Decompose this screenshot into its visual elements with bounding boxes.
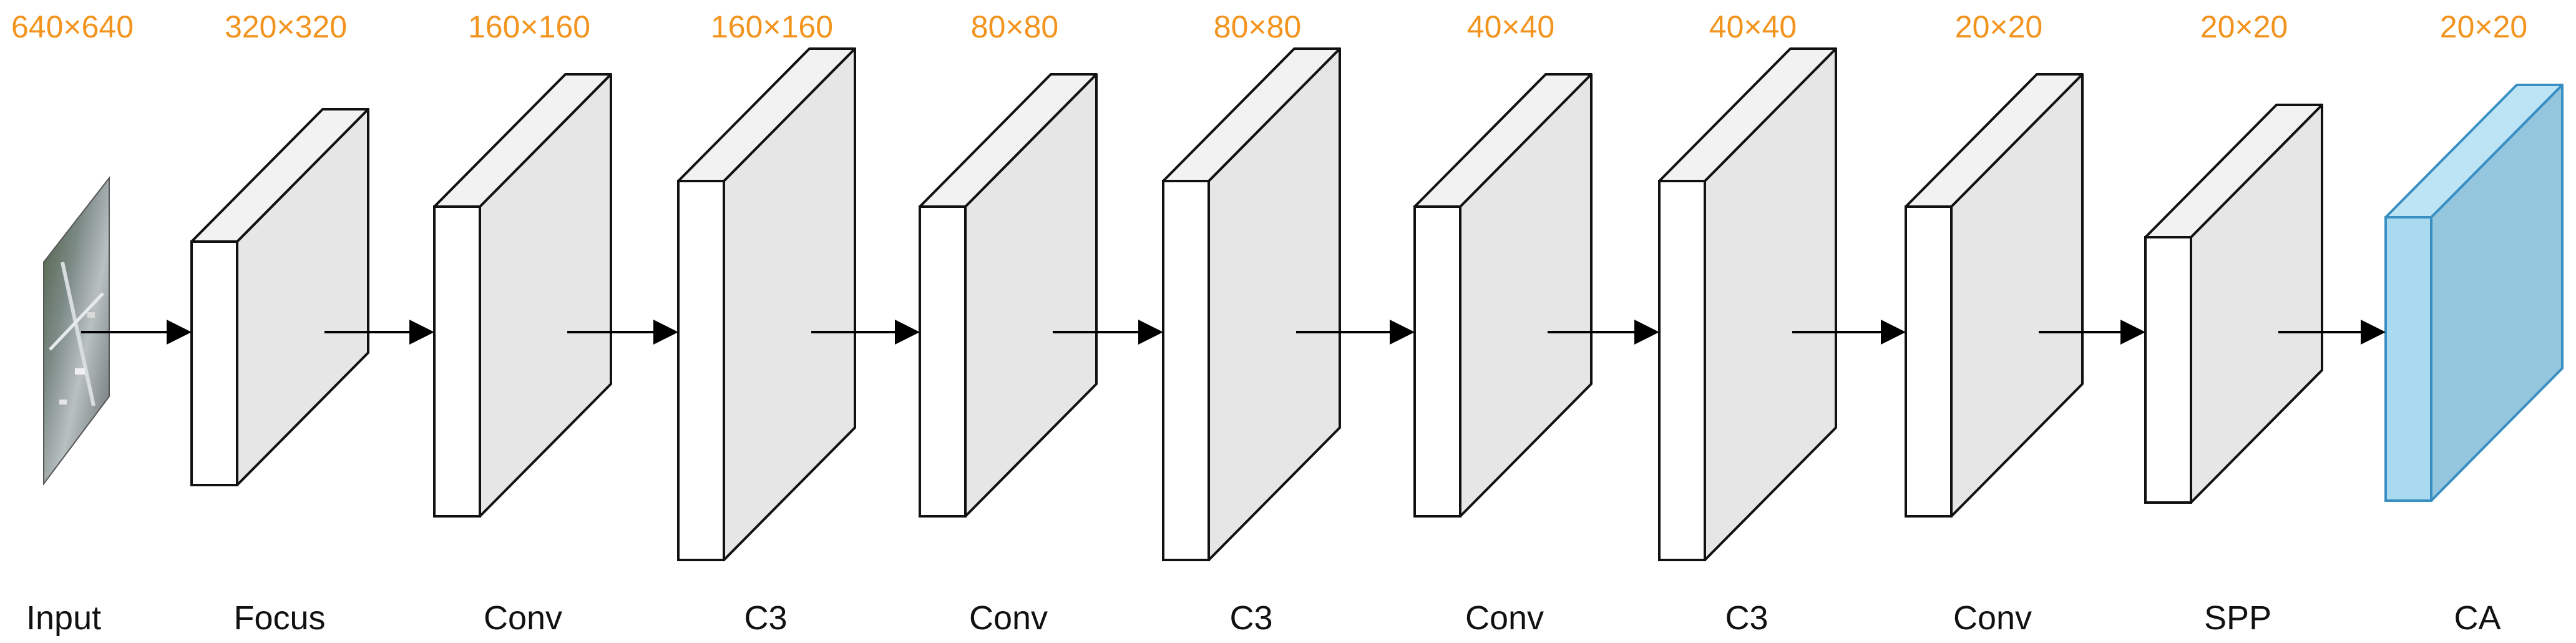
layer-name-label: SPP bbox=[2204, 599, 2271, 637]
layer-block-front bbox=[1413, 205, 1461, 518]
size-label: 40×40 bbox=[1709, 9, 1797, 44]
layer-block-c3 bbox=[677, 47, 856, 561]
layer-block-conv bbox=[433, 73, 612, 518]
input-image-vehicle bbox=[75, 368, 85, 375]
layer-name-label: CA bbox=[2454, 599, 2500, 637]
size-label: 160×160 bbox=[711, 9, 833, 44]
size-label: 80×80 bbox=[971, 9, 1058, 44]
layer-block-c3 bbox=[1162, 47, 1341, 561]
layer-block-conv bbox=[1413, 73, 1593, 518]
layer-name-label: C3 bbox=[1725, 599, 1768, 637]
input-image-vehicle bbox=[59, 400, 67, 405]
layer-block-front bbox=[433, 205, 481, 518]
input-image-road-line bbox=[49, 292, 104, 351]
layer-name-label: Conv bbox=[1465, 599, 1544, 637]
layer-block-spp bbox=[2144, 104, 2323, 504]
layer-block-c3 bbox=[1658, 47, 1837, 561]
layer-block-focus bbox=[190, 108, 369, 486]
layer-block-front bbox=[2144, 236, 2192, 504]
input-name-label: Input bbox=[26, 599, 101, 637]
size-label: 20×20 bbox=[2200, 9, 2288, 44]
layer-block-front bbox=[677, 180, 725, 561]
layer-name-label: C3 bbox=[1229, 599, 1272, 637]
layer-block-front bbox=[1162, 180, 1210, 561]
size-label: 20×20 bbox=[2440, 9, 2527, 44]
size-label: 320×320 bbox=[225, 9, 347, 44]
layer-block-front bbox=[1658, 180, 1706, 561]
layer-name-label: Conv bbox=[969, 599, 1048, 637]
layer-name-label: Focus bbox=[233, 599, 325, 637]
layer-block-front bbox=[2384, 216, 2432, 502]
layer-block-conv bbox=[919, 73, 1098, 518]
layer-name-label: Conv bbox=[1953, 599, 2032, 637]
layer-block-front bbox=[190, 240, 238, 486]
size-label: 160×160 bbox=[468, 9, 590, 44]
layer-block-front bbox=[1905, 205, 1953, 518]
layer-name-label: Conv bbox=[484, 599, 562, 637]
size-label: 80×80 bbox=[1214, 9, 1301, 44]
input-image-vehicle bbox=[87, 312, 95, 318]
input-size-label: 640×640 bbox=[11, 9, 134, 44]
input-image bbox=[43, 176, 110, 486]
layer-block-conv bbox=[1905, 73, 2084, 518]
size-label: 40×40 bbox=[1467, 9, 1554, 44]
layer-block-ca bbox=[2384, 84, 2564, 502]
layer-name-label: C3 bbox=[744, 599, 787, 637]
input-image-road-line bbox=[61, 262, 95, 406]
layer-block-front bbox=[919, 205, 967, 518]
size-label: 20×20 bbox=[1955, 9, 2042, 44]
